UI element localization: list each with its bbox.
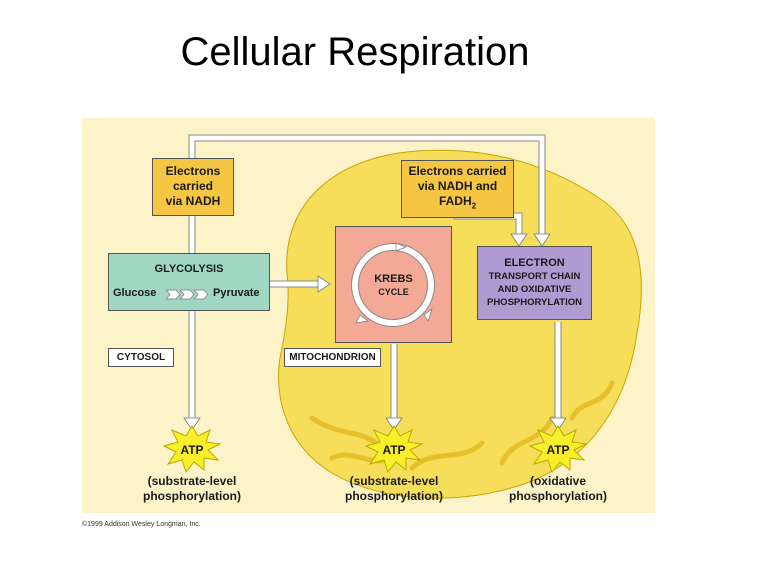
electrons-nadh-line3: via NADH (165, 194, 221, 208)
atp-label-1: ATP (180, 443, 204, 457)
cristae-lines (309, 380, 615, 471)
fadh-subscript: 2 (471, 201, 477, 211)
atp-burst-1 (162, 425, 222, 474)
etc-line3: AND OXIDATIVE (497, 284, 572, 295)
glycolysis-label: GLYCOLYSIS (154, 263, 224, 275)
mitochondrion-label-box: MITOCHONDRION (284, 348, 381, 367)
atp-caption-1b: phosphorylation) (143, 489, 241, 503)
atp-label-3: ATP (546, 443, 570, 457)
electron-transport-chain-box: ELECTRON TRANSPORT CHAIN AND OXIDATIVE P… (477, 246, 592, 320)
electrons-nadh-line2: carried (172, 179, 214, 193)
etc-line1: ELECTRON (504, 257, 565, 269)
atp-caption-3a: (oxidative (529, 474, 586, 488)
top-arrow-left-box-inner (189, 135, 545, 236)
electrons-fadh-line3: FADH2 (402, 194, 513, 211)
atp-burst-2 (364, 425, 424, 474)
atp-burst-3 (528, 425, 588, 474)
cytosol-label: CYTOSOL (116, 352, 166, 363)
glycolysis-box: GLYCOLYSIS Glucose Pyruvate (108, 253, 270, 311)
electrons-nadh-box: Electrons carried via NADH (152, 158, 234, 216)
krebs-cycle-ring (351, 242, 435, 327)
glucose-label: Glucose (113, 287, 157, 299)
electrons-nadh-fadh-box: Electrons carried via NADH and FADH2 (401, 160, 514, 218)
etc-line4: PHOSPHORYLATION (486, 297, 582, 308)
slide-title: Cellular Respiration (180, 30, 530, 74)
cycle-label: CYCLE (378, 287, 409, 297)
atp-caption-2a: (substrate-level (349, 474, 439, 488)
etc-line2: TRANSPORT CHAIN (488, 271, 581, 282)
mitochondrion-label: MITOCHONDRION (289, 352, 376, 363)
electrons-fadh-line1: Electrons carried (408, 164, 507, 178)
electrons-fadh-line2: via NADH and (417, 179, 498, 193)
krebs-cycle-box: KREBS CYCLE (335, 226, 452, 343)
fadh-text: FADH (438, 194, 472, 208)
atp-caption-3b: phosphorylation) (509, 489, 607, 503)
copyright-credit: ©1999 Addison Wesley Longman, Inc. (82, 521, 201, 528)
atp-label-2: ATP (382, 443, 406, 457)
atp-caption-2b: phosphorylation) (345, 489, 443, 503)
atp-caption-1a: (substrate-level (147, 474, 237, 488)
glycolysis-steps-arrows (166, 289, 209, 300)
cytosol-label-box: CYTOSOL (108, 348, 174, 367)
pyruvate-label: Pyruvate (213, 287, 260, 299)
electrons-nadh-line1: Electrons (165, 164, 221, 178)
krebs-label: KREBS (374, 273, 413, 285)
